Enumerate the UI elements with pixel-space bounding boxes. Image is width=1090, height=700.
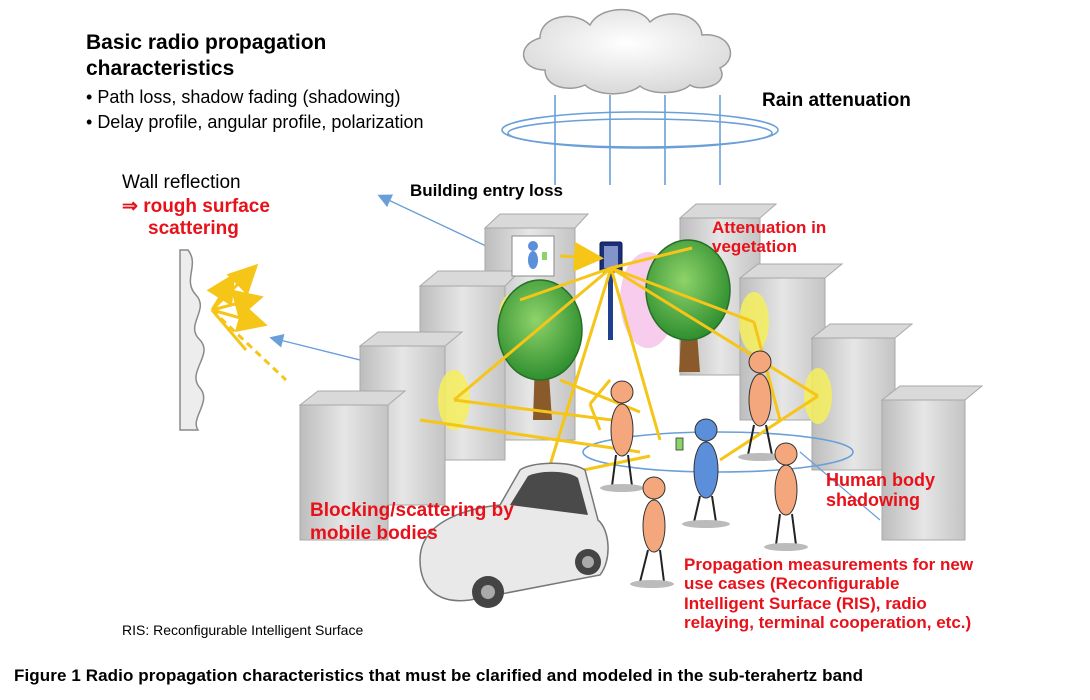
title-line-2: characteristics xyxy=(86,57,235,80)
tree-left xyxy=(497,279,583,420)
person-2 xyxy=(738,350,782,461)
rough-wall xyxy=(179,249,205,431)
label-rough-surface: ⇒ rough surface xyxy=(122,196,270,217)
person-user-blue xyxy=(675,418,730,528)
title-line-1: Basic radio propagation xyxy=(86,31,327,54)
figure-caption: Figure 1 Radio propagation characteristi… xyxy=(14,666,864,685)
label-new-use-line-4: relaying, terminal cooperation, etc.) xyxy=(684,613,972,632)
bullet-2-text: Delay profile, angular profile, polariza… xyxy=(97,112,424,132)
bullet-1: • Path loss, shadow fading (shadowing) xyxy=(86,87,401,107)
wall-scatter-rays xyxy=(206,263,288,382)
label-new-use-line-3: Intelligent Surface (RIS), radio xyxy=(684,594,927,613)
bullet-2: • Delay profile, angular profile, polari… xyxy=(86,112,424,132)
label-human-body-line-2: shadowing xyxy=(826,490,920,510)
person-1 xyxy=(600,380,644,492)
label-scattering: scattering xyxy=(148,218,239,239)
footnote-ris: RIS: Reconfigurable Intelligent Surface xyxy=(122,622,364,638)
car xyxy=(419,462,609,608)
label-vegetation-line-1: Attenuation in xyxy=(712,218,827,237)
label-new-use-line-2: use cases (Reconfigurable xyxy=(684,574,900,593)
indoor-user xyxy=(511,235,555,277)
rain-lines xyxy=(501,95,779,185)
person-4 xyxy=(630,476,674,588)
label-building-entry-loss: Building entry loss xyxy=(410,181,564,200)
rain-cloud xyxy=(522,8,732,95)
tree-right xyxy=(645,239,731,372)
label-blocking-line-2: mobile bodies xyxy=(310,523,438,544)
label-blocking-line-1: Blocking/scattering by xyxy=(310,500,514,521)
label-new-use-line-1: Propagation measurements for new xyxy=(684,555,974,574)
bullet-1-text: Path loss, shadow fading (shadowing) xyxy=(97,87,401,107)
base-station xyxy=(599,241,623,340)
label-vegetation-line-2: vegetation xyxy=(712,237,798,256)
label-human-body-line-1: Human body xyxy=(826,470,936,490)
label-rain-attenuation: Rain attenuation xyxy=(762,90,911,111)
label-wall-reflection: Wall reflection xyxy=(122,172,241,193)
label-leaders xyxy=(799,451,881,521)
person-3 xyxy=(764,442,808,551)
propagation-rays xyxy=(419,241,819,480)
